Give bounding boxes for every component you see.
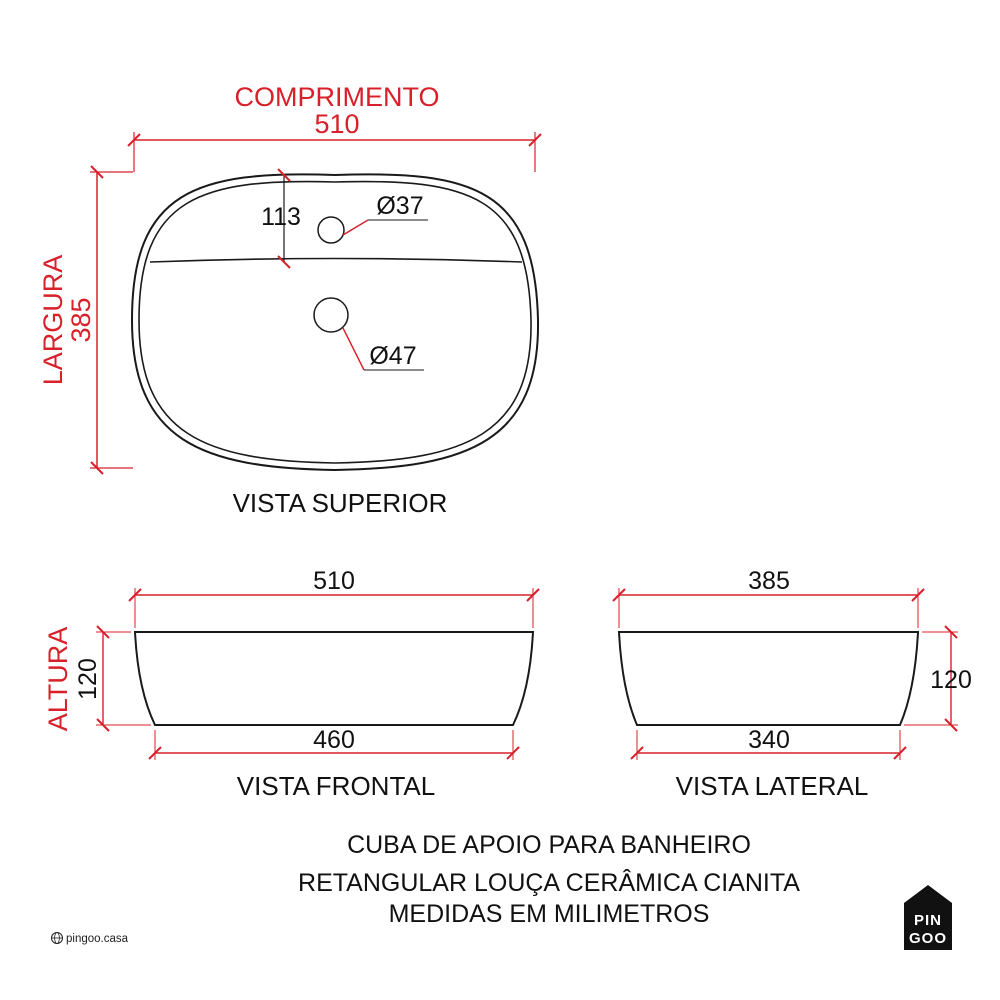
length-tick-left: [127, 133, 141, 147]
front-bottom-tick-right: [506, 746, 520, 760]
height-label: ALTURA: [43, 627, 73, 732]
side-top-tick-left: [612, 588, 626, 602]
deck-tick-bottom: [277, 255, 291, 269]
side-bottom-tick-right: [893, 746, 907, 760]
front-basin-outline: [133, 631, 535, 726]
house-logo-icon: [904, 885, 952, 950]
width-tick-bottom: [90, 461, 104, 475]
side-height-tick-top: [944, 625, 958, 639]
front-top-width: 510: [313, 567, 355, 595]
side-bottom-tick-left: [630, 746, 644, 760]
logo-line-2: GOO: [909, 930, 947, 947]
deck-tick-top: [277, 168, 291, 182]
front-bottom-width: 460: [313, 726, 355, 754]
side-view: 385 340 120 VISTA LATERAL: [612, 567, 972, 801]
front-height-tick-top: [96, 625, 110, 639]
front-view-caption: VISTA FRONTAL: [237, 771, 435, 801]
tap-hole-diameter: Ø37: [376, 192, 423, 220]
tap-hole-circle: [317, 216, 345, 244]
basin-inner-outline: [138, 180, 532, 464]
side-height-tick-bottom: [944, 718, 958, 732]
width-tick-top: [90, 165, 104, 179]
basin-outer-outline: [130, 173, 540, 472]
deck-depth-value: 113: [261, 203, 301, 231]
side-bottom-width: 340: [748, 726, 790, 754]
width-label: LARGURA: [38, 255, 68, 386]
brand-site: pingoo.casa: [51, 932, 129, 945]
top-view: COMPRIMENTO 510 LARGURA 385 113 Ø37 Ø47 …: [38, 82, 542, 518]
drain-hole-diameter: Ø47: [369, 342, 416, 370]
front-bottom-tick-left: [148, 746, 162, 760]
front-top-tick-left: [128, 588, 142, 602]
width-value: 385: [66, 297, 96, 342]
length-value: 510: [314, 109, 359, 139]
front-view: 510 460 ALTURA 120 VISTA FRONTAL: [43, 567, 540, 801]
front-height-value: 120: [74, 658, 102, 700]
tap-hole-leader: [342, 219, 369, 236]
side-height-value: 120: [930, 666, 972, 694]
top-view-caption: VISTA SUPERIOR: [233, 488, 448, 518]
description-line-1: CUBA DE APOIO PARA BANHEIRO: [347, 831, 751, 859]
length-label: COMPRIMENTO: [234, 82, 439, 112]
deck-line: [149, 257, 523, 263]
front-height-tick-bottom: [96, 718, 110, 732]
description-line-3: MEDIDAS EM MILIMETROS: [389, 900, 710, 928]
brand-site-text: pingoo.casa: [66, 933, 129, 945]
front-top-tick-right: [526, 588, 540, 602]
drain-hole-leader: [342, 327, 365, 371]
side-top-width: 385: [748, 567, 790, 595]
product-description: CUBA DE APOIO PARA BANHEIRO RETANGULAR L…: [298, 831, 800, 928]
pingoo-logo: PIN GOO: [904, 885, 952, 950]
description-line-2: RETANGULAR LOUÇA CERÂMICA CIANITA: [298, 868, 800, 897]
logo-line-1: PIN: [914, 912, 942, 929]
side-view-caption: VISTA LATERAL: [676, 771, 869, 801]
globe-icon: [51, 932, 63, 944]
side-top-tick-right: [911, 588, 925, 602]
length-tick-right: [528, 133, 542, 147]
side-basin-outline: [617, 631, 920, 726]
drain-hole-circle: [313, 297, 349, 333]
